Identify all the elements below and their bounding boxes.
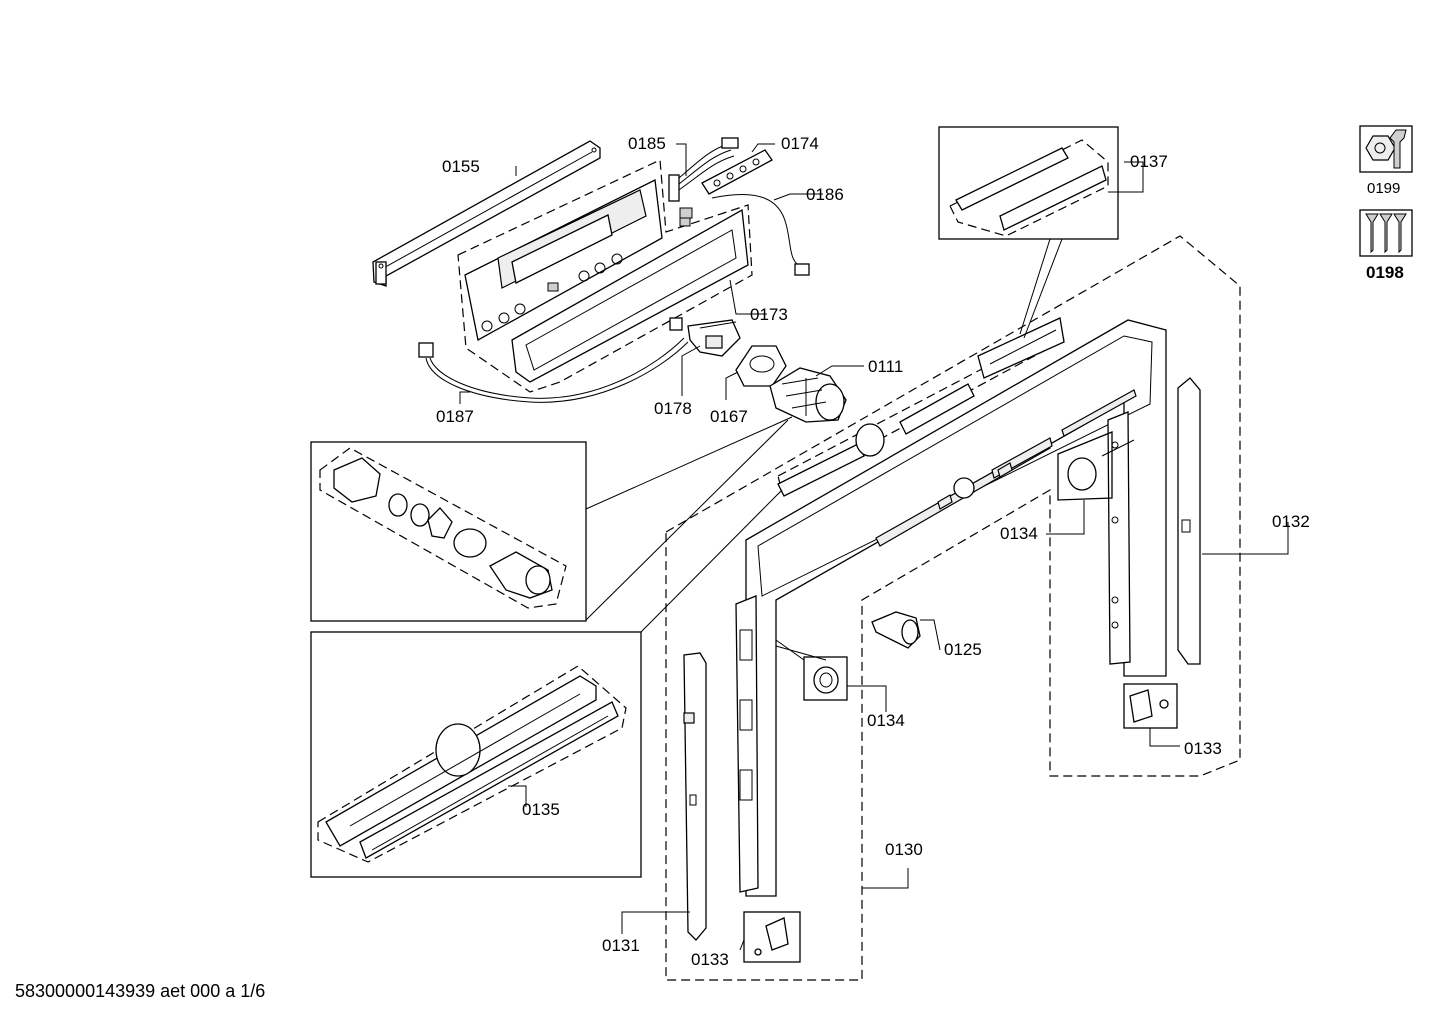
label-0133-left: 0133 — [691, 950, 729, 969]
button-strip-on-frame — [777, 317, 1065, 497]
label-0133-right: 0133 — [1184, 739, 1222, 758]
clip-inset-0133-right — [1123, 683, 1178, 729]
button-inset-0135 — [310, 631, 642, 878]
ring-inset-0134-right — [1057, 431, 1135, 501]
holder-0167 — [735, 345, 787, 387]
label-0174: 0174 — [781, 134, 819, 153]
clip-inset-0133-left — [743, 911, 801, 963]
rotary-knob-0111 — [769, 367, 847, 423]
label-0187: 0187 — [436, 407, 474, 426]
label-0199: 0199 — [1367, 180, 1400, 197]
frame-group-dashed-outline — [665, 235, 1241, 981]
screws-icon — [1359, 209, 1413, 257]
hinge-part-0125 — [871, 611, 921, 649]
control-board-0173 — [464, 179, 749, 383]
part-number-labels: 0155 0185 0174 0186 0173 0187 0178 0167 … — [436, 134, 1310, 969]
front-frame-assembly — [665, 235, 1241, 981]
label-0155: 0155 — [442, 157, 480, 176]
label-0137: 0137 — [1130, 152, 1168, 171]
cable-0186 — [711, 194, 810, 276]
label-0185: 0185 — [628, 134, 666, 153]
bracket-0178 — [687, 319, 741, 357]
screw-set-0198: 0198 — [1359, 209, 1413, 282]
label-leader-lines — [459, 143, 1289, 951]
ring-inset-0134-left — [775, 639, 848, 701]
tool-kit-0199: 0199 — [1359, 125, 1413, 197]
key-board-0174 — [701, 149, 773, 195]
label-0173: 0173 — [750, 305, 788, 324]
document-id: 58300000143939 aet 000 a 1/6 — [15, 981, 265, 1001]
label-0111: 0111 — [868, 357, 903, 376]
label-0134-left: 0134 — [867, 711, 905, 730]
mounting-rail-0155 — [372, 140, 601, 287]
label-0178: 0178 — [654, 399, 692, 418]
label-0125: 0125 — [944, 640, 982, 659]
label-0198: 0198 — [1366, 263, 1404, 282]
knob-detail-inset — [310, 416, 793, 622]
ribbon-connector-0185 — [668, 137, 739, 219]
label-0131: 0131 — [602, 936, 640, 955]
label-0167: 0167 — [710, 407, 748, 426]
electronics-module-frame — [457, 159, 753, 393]
label-0134-right: 0134 — [1000, 524, 1038, 543]
label-0132: 0132 — [1272, 512, 1310, 531]
label-0130: 0130 — [885, 840, 923, 859]
label-0135: 0135 — [522, 800, 560, 819]
button-inset-0137 — [938, 126, 1119, 339]
hex-nut-wrench-icon — [1359, 125, 1413, 173]
side-icons: 0199 0198 — [1359, 125, 1413, 282]
cable-0187 — [418, 317, 689, 403]
control-panel-group — [372, 137, 847, 423]
label-0186: 0186 — [806, 185, 844, 204]
